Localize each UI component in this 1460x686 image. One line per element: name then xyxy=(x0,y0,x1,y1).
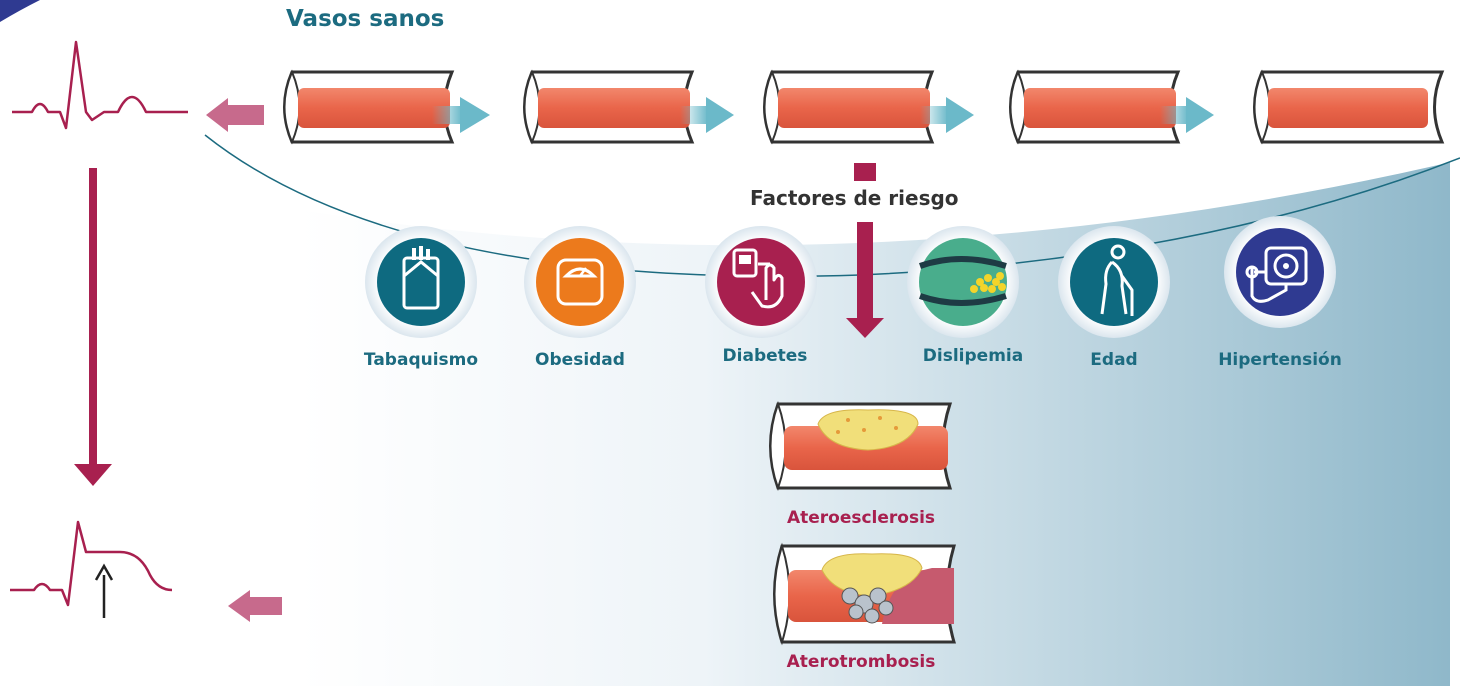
factor-label-hipertension: Hipertensión xyxy=(1200,350,1360,370)
factor-obesidad-icon xyxy=(524,226,636,338)
factor-label-diabetes: Diabetes xyxy=(685,346,845,366)
pink-arrow-icon xyxy=(206,98,264,132)
down-arrow-icon xyxy=(74,168,112,486)
ecg-st-elevation-icon xyxy=(10,522,172,605)
healthy-vessel-5 xyxy=(1255,72,1443,142)
factor-label-edad: Edad xyxy=(1034,350,1194,370)
result-label-aterotrombosis: Aterotrombosis xyxy=(751,652,971,672)
factor-diabetes-icon xyxy=(705,226,817,338)
healthy-vessel-4 xyxy=(1011,72,1179,142)
corner-decoration xyxy=(0,0,40,22)
factor-label-dislipemia: Dislipemia xyxy=(893,346,1053,366)
atherothrombosis-vessel xyxy=(775,546,955,642)
factor-label-tabaquismo: Tabaquismo xyxy=(341,350,501,370)
diagram-title: Vasos sanos xyxy=(286,6,444,32)
factor-label-obesidad: Obesidad xyxy=(500,350,660,370)
factor-edad-icon xyxy=(1058,226,1170,338)
result-label-ateroesclerosis: Ateroesclerosis xyxy=(751,508,971,528)
pink-arrow-icon xyxy=(228,590,282,622)
factor-dislipemia-icon xyxy=(907,226,1019,338)
healthy-vessel-1 xyxy=(285,72,453,142)
atherosclerosis-vessel xyxy=(771,404,951,488)
healthy-vessel-3 xyxy=(765,72,933,142)
ecg-normal-icon xyxy=(12,42,188,128)
healthy-vessel-2 xyxy=(525,72,693,142)
factor-tabaquismo-icon xyxy=(365,226,477,338)
risk-factors-title: Factores de riesgo xyxy=(750,186,959,210)
factor-hipertension-icon xyxy=(1224,216,1336,328)
up-arrow-icon xyxy=(96,566,112,618)
